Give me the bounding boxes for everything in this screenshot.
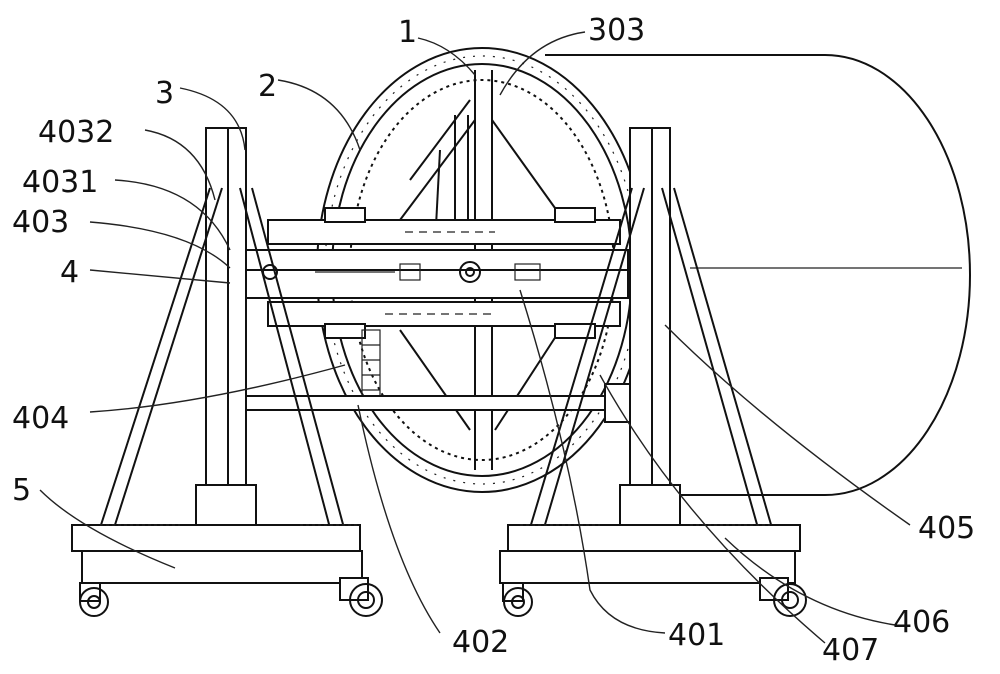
label-4: 4 <box>60 255 79 290</box>
label-407: 407 <box>822 633 879 668</box>
upper-beam <box>268 208 620 244</box>
left-frame <box>100 128 344 530</box>
label-303: 303 <box>588 13 645 48</box>
label-5: 5 <box>12 473 31 508</box>
label-404: 404 <box>12 401 69 436</box>
label-1: 1 <box>398 15 417 50</box>
label-4032: 4032 <box>38 115 114 150</box>
label-406: 406 <box>893 605 950 640</box>
label-402: 402 <box>452 625 509 660</box>
label-405: 405 <box>918 511 975 546</box>
main-beam <box>230 250 628 298</box>
base-left <box>72 525 362 583</box>
label-2: 2 <box>258 69 277 104</box>
lower-rail <box>208 384 640 422</box>
label-4031: 4031 <box>22 165 98 200</box>
label-3: 3 <box>155 76 174 111</box>
base-right <box>500 525 800 583</box>
label-401: 401 <box>668 618 725 653</box>
label-403: 403 <box>12 205 69 240</box>
